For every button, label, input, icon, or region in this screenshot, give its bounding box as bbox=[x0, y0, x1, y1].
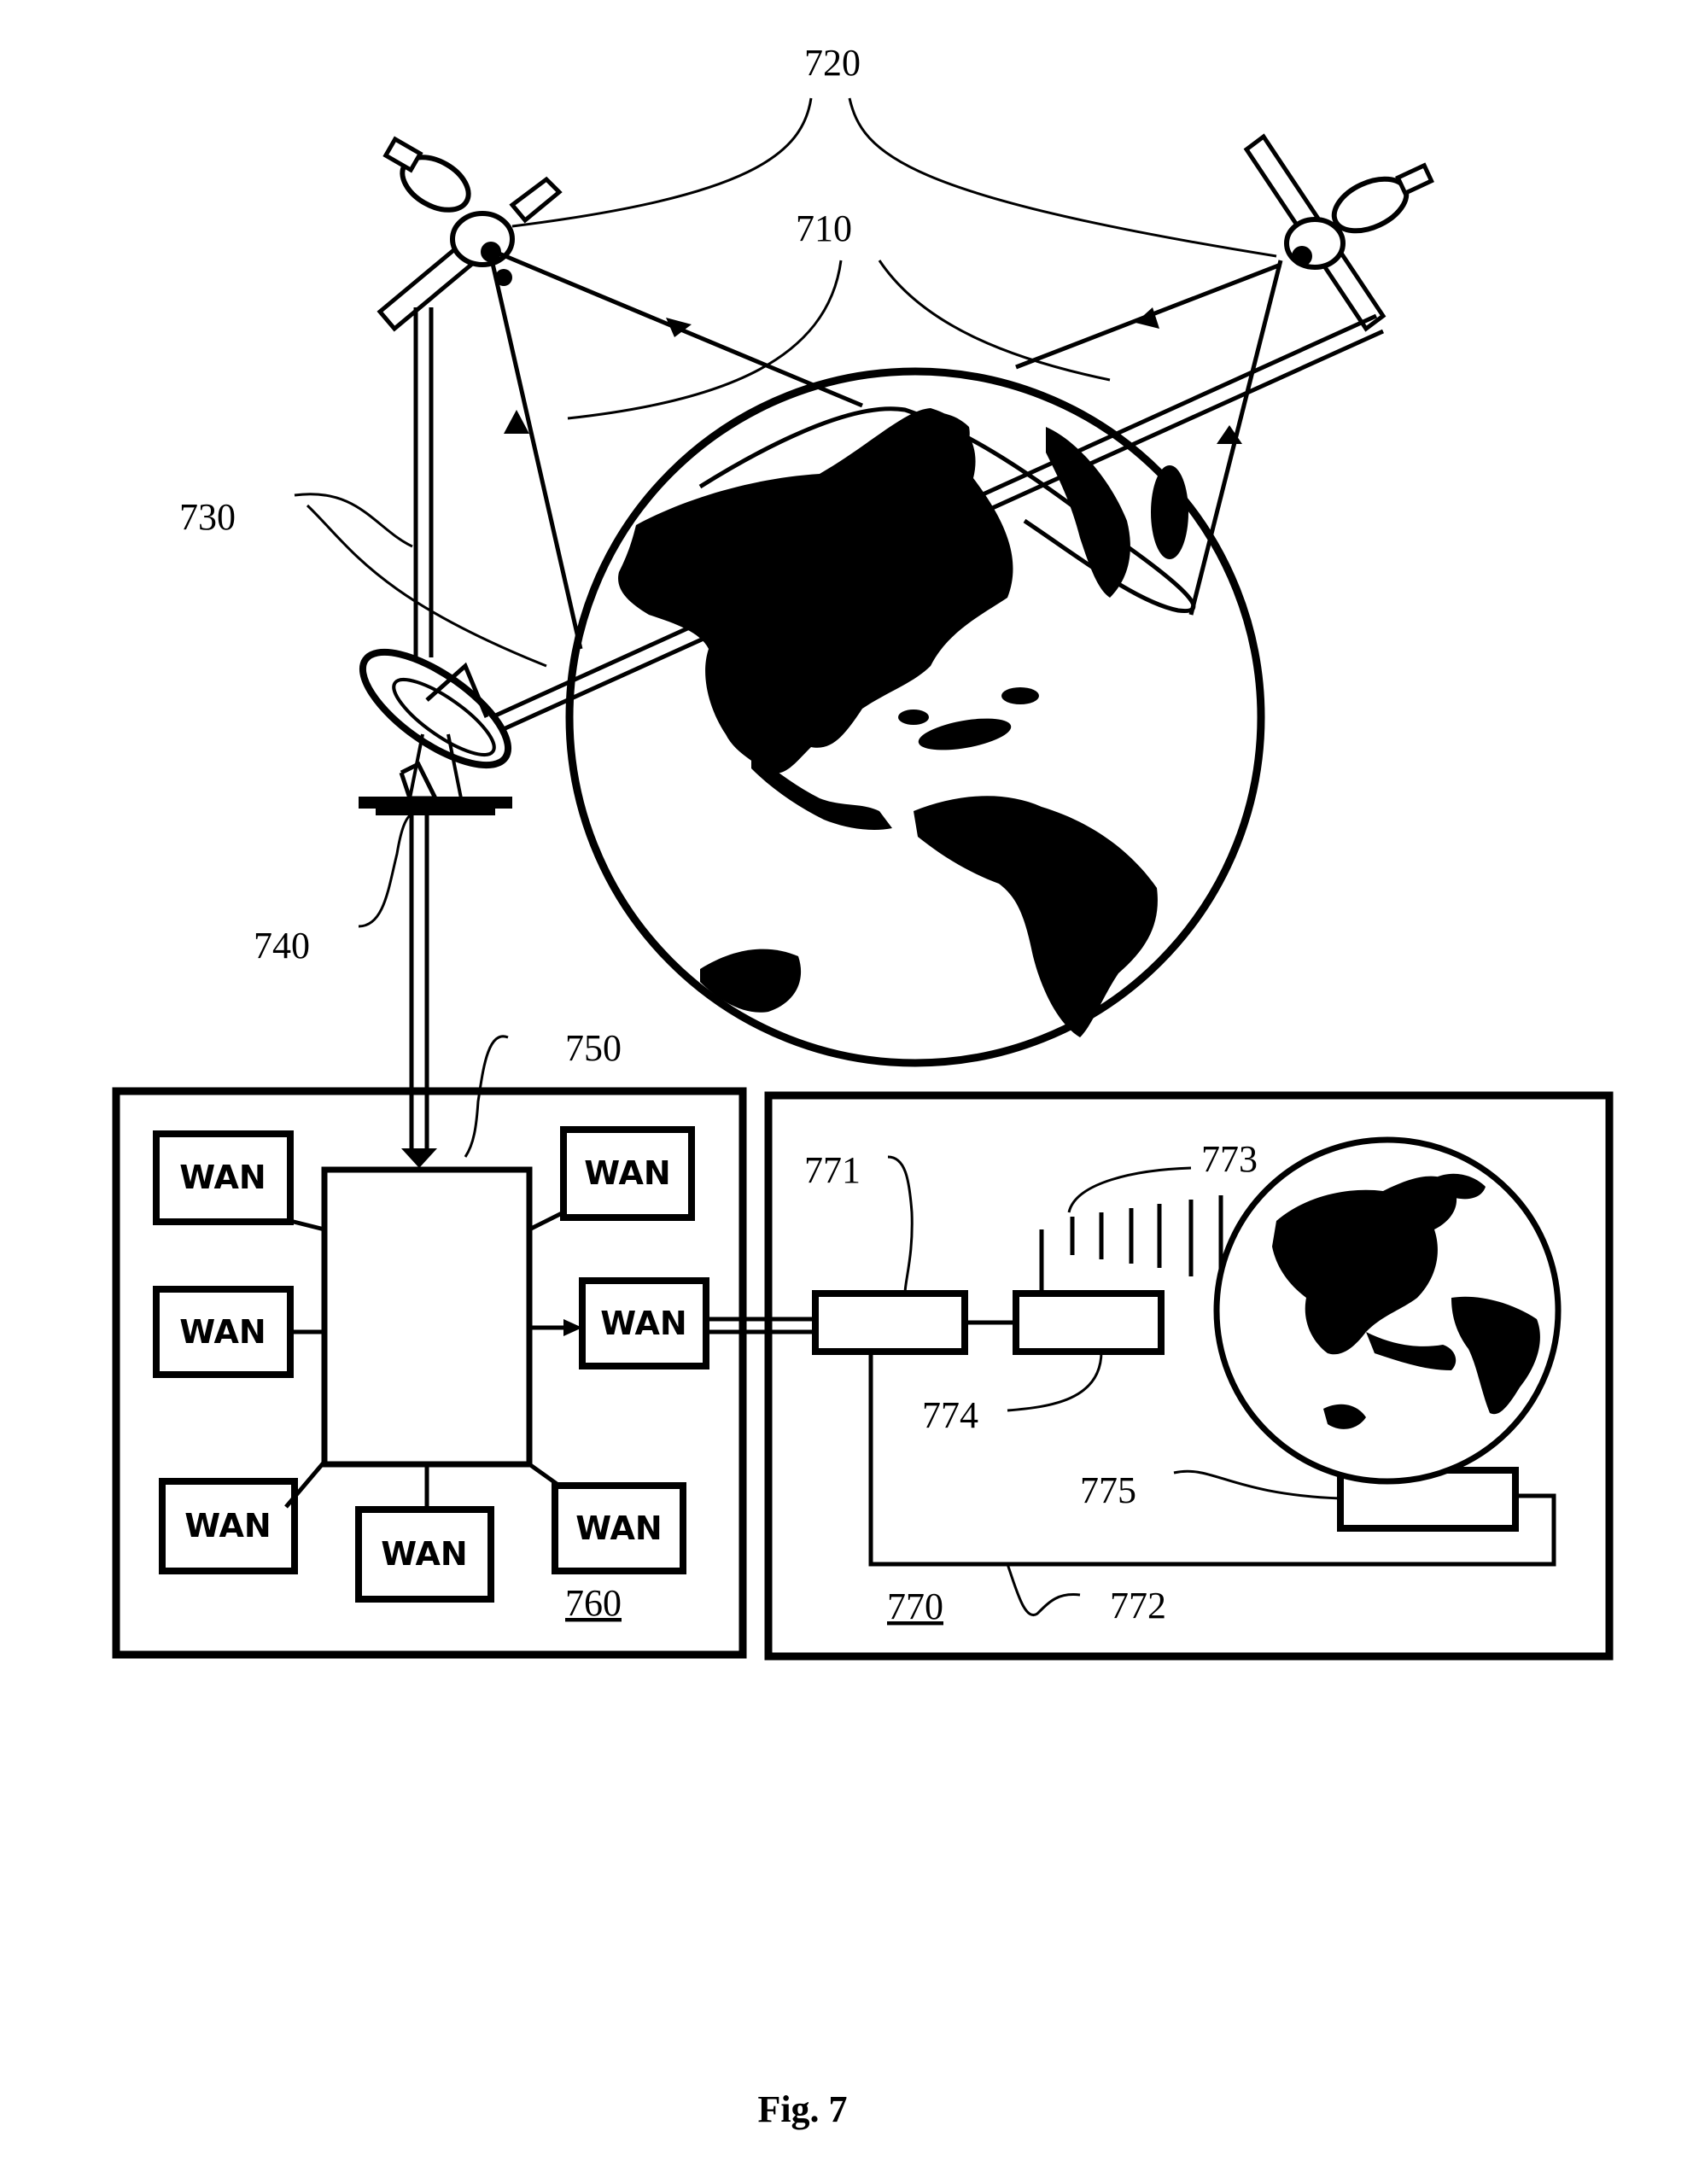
svg-text:WAN: WAN bbox=[381, 1535, 467, 1573]
label-773: 773 bbox=[1201, 1138, 1258, 1180]
svg-text:WAN: WAN bbox=[179, 1159, 266, 1196]
label-750: 750 bbox=[565, 1027, 622, 1069]
svg-text:WAN: WAN bbox=[600, 1305, 686, 1342]
label-740: 740 bbox=[254, 925, 310, 966]
wan-box: WAN bbox=[156, 1134, 290, 1222]
svg-text:WAN: WAN bbox=[575, 1510, 662, 1547]
controller-box bbox=[815, 1293, 965, 1352]
label-774: 774 bbox=[922, 1394, 978, 1436]
inter-panel-link bbox=[706, 1319, 815, 1332]
svg-text:WAN: WAN bbox=[584, 1154, 670, 1192]
transmitter-box bbox=[1016, 1293, 1161, 1352]
svg-text:WAN: WAN bbox=[179, 1313, 266, 1351]
wan-box: WAN bbox=[582, 1281, 706, 1366]
label-771: 771 bbox=[804, 1149, 861, 1191]
beam-left-vertical bbox=[416, 307, 431, 657]
label-730: 730 bbox=[179, 496, 236, 538]
label-770: 770 bbox=[887, 1585, 943, 1627]
earth-globe bbox=[569, 371, 1261, 1063]
signal-line bbox=[491, 256, 581, 649]
label-720: 720 bbox=[804, 42, 861, 84]
figure-caption: Fig. 7 bbox=[757, 2088, 847, 2130]
label-772: 772 bbox=[1110, 1585, 1166, 1626]
label-710: 710 bbox=[796, 207, 852, 249]
small-globe bbox=[1217, 1140, 1558, 1481]
wan-box: WAN bbox=[555, 1486, 683, 1571]
svg-text:WAN: WAN bbox=[184, 1507, 271, 1545]
downlink-line bbox=[401, 815, 437, 1168]
label-775: 775 bbox=[1080, 1469, 1136, 1511]
satellite-right bbox=[1246, 137, 1432, 329]
label-760: 760 bbox=[565, 1582, 622, 1624]
wan-box: WAN bbox=[156, 1289, 290, 1375]
wan-box: WAN bbox=[162, 1481, 295, 1571]
wan-box: WAN bbox=[359, 1510, 491, 1599]
satellite-left bbox=[380, 139, 559, 329]
satellite-dish bbox=[346, 632, 525, 815]
hub-box bbox=[324, 1170, 529, 1464]
wan-box: WAN bbox=[563, 1130, 692, 1218]
